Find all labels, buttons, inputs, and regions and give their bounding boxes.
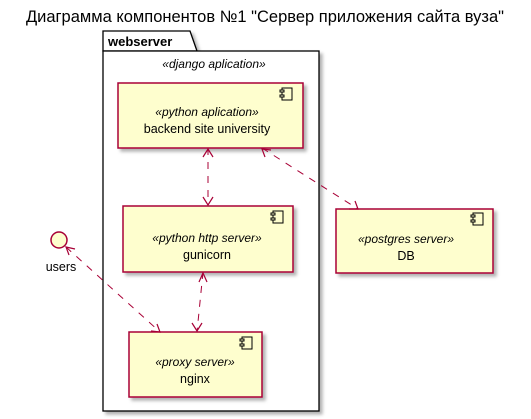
gunicorn-stereotype: «python http server»	[152, 231, 262, 245]
arrowhead	[349, 200, 359, 210]
link-gunicorn-nginx	[196, 271, 204, 333]
gunicorn-name: gunicorn	[183, 248, 231, 262]
backend-name: backend site university	[144, 122, 271, 136]
arrowhead	[202, 196, 214, 207]
component-backend[interactable]: «python aplication» backend site univers…	[117, 82, 304, 149]
arrowhead	[198, 271, 208, 283]
arrowheads	[65, 147, 359, 333]
arrowhead	[261, 148, 272, 158]
users-actor[interactable]: users	[46, 231, 77, 274]
arrowhead	[65, 246, 76, 256]
component-icon	[279, 87, 293, 101]
component-gunicorn[interactable]: «python http server» gunicorn	[122, 205, 294, 273]
component-nginx[interactable]: «proxy server» nginx	[128, 331, 263, 398]
nginx-name: nginx	[180, 372, 211, 386]
package-name: webserver	[107, 34, 172, 49]
link-backend-db	[261, 147, 359, 210]
diagram-title: Диаграмма компонентов №1 "Сервер приложе…	[26, 8, 504, 26]
interface-circle-icon	[50, 231, 68, 249]
db-name: DB	[397, 249, 414, 263]
backend-stereotype: «python aplication»	[155, 105, 259, 119]
component-icon	[239, 336, 253, 350]
arrowhead	[150, 323, 161, 333]
component-db[interactable]: «postgres server» DB	[335, 208, 494, 274]
component-icon	[470, 212, 484, 226]
db-stereotype: «postgres server»	[358, 232, 454, 246]
arrowhead	[202, 147, 214, 158]
nginx-stereotype: «proxy server»	[155, 355, 235, 369]
component-icon	[270, 210, 284, 224]
package-stereotype: «django aplication»	[162, 57, 266, 71]
users-label: users	[46, 260, 77, 274]
arrowhead	[191, 322, 203, 333]
